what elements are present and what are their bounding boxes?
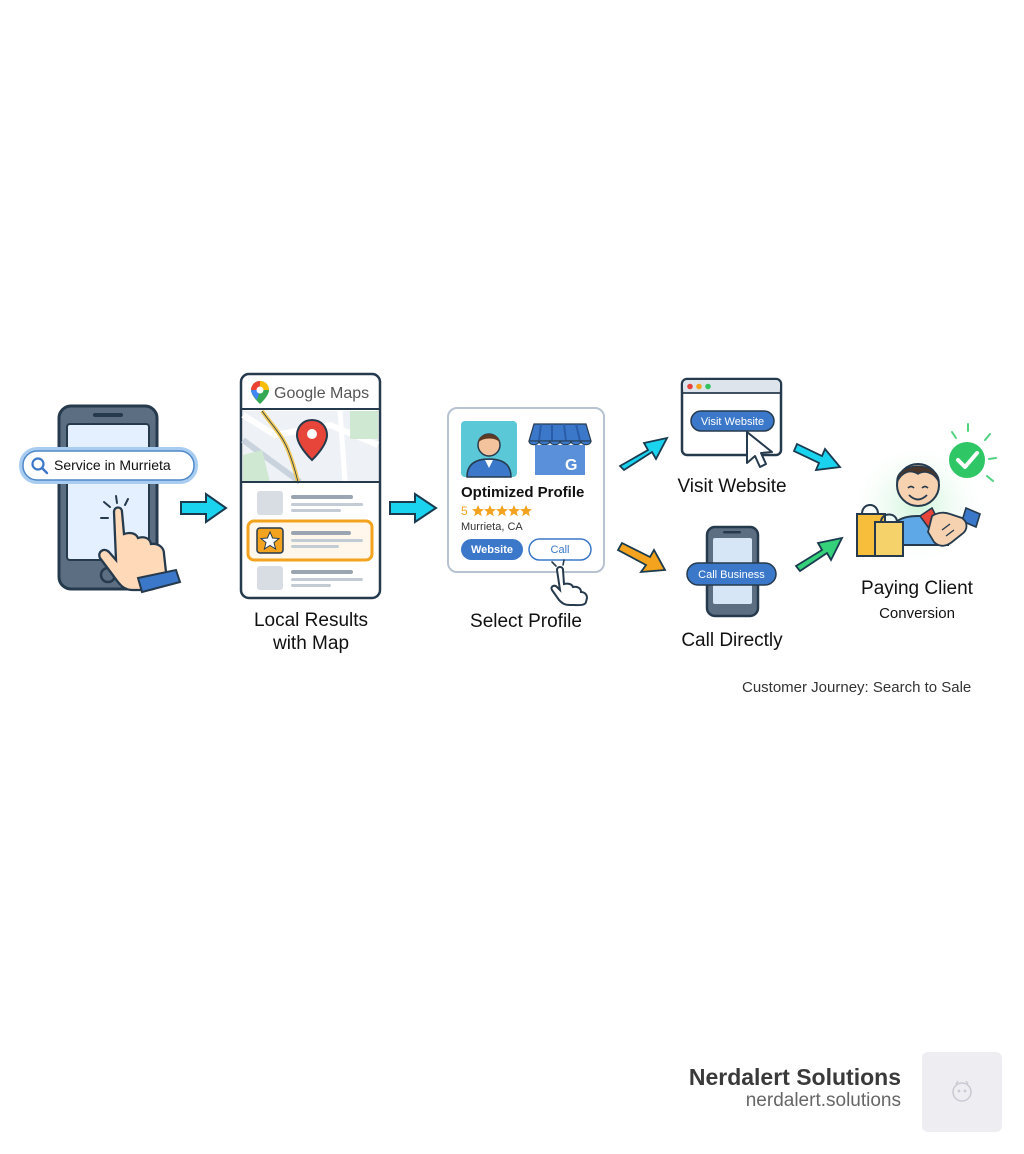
tap-hand-icon <box>98 495 182 594</box>
arrow-2 <box>389 492 438 524</box>
person-avatar-icon <box>461 421 517 478</box>
call-business-button-label: Call Business <box>698 569 765 581</box>
search-query: Service in Murrieta <box>54 457 171 473</box>
arrow-to-call <box>616 541 667 574</box>
maps-results-card: Google Maps <box>239 372 382 600</box>
browser-window: Visit Website <box>680 377 783 457</box>
google-maps-pin-icon <box>251 381 269 404</box>
brand-logo <box>922 1052 1002 1132</box>
call-button-label: Call <box>551 544 570 556</box>
checkmark-icon <box>947 423 997 482</box>
label-call-directly: Call Directly <box>681 630 783 651</box>
mascot-icon <box>952 1080 972 1102</box>
website-button[interactable]: Website <box>461 539 523 560</box>
label-conversion: Conversion <box>879 605 955 622</box>
paying-client-illustration <box>846 423 997 571</box>
label-paying-client: Paying Client <box>861 578 973 599</box>
arrow-website-to-client <box>792 442 842 472</box>
arrow-call-to-client <box>794 536 844 573</box>
rating-stars-icon <box>472 505 532 517</box>
label-local-results: Local Results with Map <box>253 610 369 654</box>
phone-call-illustration: Call Business <box>686 525 777 618</box>
visit-website-button[interactable]: Visit Website <box>690 410 775 432</box>
brand-url[interactable]: nerdalert.solutions <box>745 1090 901 1111</box>
arrow-1 <box>180 492 228 524</box>
pointer-hand-icon <box>550 559 589 607</box>
star-icon <box>259 530 281 551</box>
storefront-icon: G <box>528 423 592 475</box>
highlighted-result[interactable] <box>246 519 374 562</box>
arrow-to-website <box>618 436 669 472</box>
search-bar[interactable]: Service in Murrieta <box>19 447 198 484</box>
map-view <box>241 409 380 485</box>
maps-app-title: Google Maps <box>274 385 369 402</box>
shopping-bag-icon <box>856 504 904 557</box>
result-list <box>246 491 374 590</box>
mouse-cursor-icon <box>746 431 773 468</box>
handshake-icon <box>918 506 981 547</box>
svg-text:G: G <box>565 457 577 474</box>
call-business-button[interactable]: Call Business <box>686 562 777 586</box>
label-select-profile: Select Profile <box>470 611 582 632</box>
label-visit-website: Visit Website <box>677 476 787 497</box>
diagram-caption: Customer Journey: Search to Sale <box>742 679 972 696</box>
location-pin-icon <box>295 418 329 462</box>
brand-name: Nerdalert Solutions <box>688 1064 901 1090</box>
profile-title: Optimized Profile <box>461 484 584 501</box>
visit-website-button-label: Visit Website <box>701 416 764 428</box>
profile-rating: 5 <box>461 504 468 518</box>
call-button[interactable]: Call <box>528 538 592 561</box>
profile-card: G Optimized Profile 5 Murrieta, CA Websi… <box>447 407 605 573</box>
website-button-label: Website <box>471 544 513 556</box>
profile-location: Murrieta, CA <box>461 521 523 533</box>
search-icon <box>31 457 49 475</box>
